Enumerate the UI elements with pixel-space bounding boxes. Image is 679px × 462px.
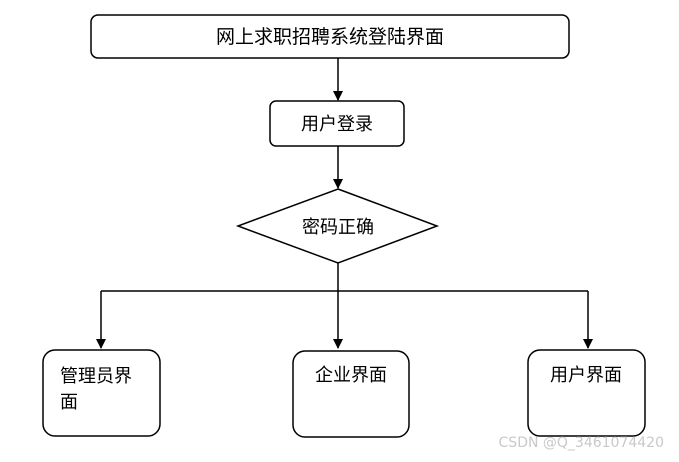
title-node-box (90, 14, 570, 59)
password-decision-label: 密码正确 (302, 217, 374, 238)
admin-node: 管理员界 面 (42, 349, 161, 437)
enterprise-node-label: 企业界面 (315, 365, 387, 386)
login-node-label: 用户登录 (301, 114, 373, 135)
watermark-text: CSDN @Q_3461074420 (499, 435, 664, 451)
login-node-box (269, 100, 405, 147)
user-node-box (527, 349, 646, 437)
admin-node-label-line1: 管理员界 (60, 366, 132, 387)
title-node-label: 网上求职招聘系统登陆界面 (216, 26, 444, 48)
user-node: 用户界面 (527, 349, 646, 437)
admin-node-label-line2: 面 (60, 392, 78, 413)
title-node: 网上求职招聘系统登陆界面 (90, 14, 570, 59)
password-decision-node: 密码正确 (235, 188, 440, 264)
login-node: 用户登录 (269, 100, 405, 147)
admin-node-box (42, 349, 161, 437)
enterprise-node: 企业界面 (292, 350, 410, 438)
user-node-label: 用户界面 (550, 365, 622, 386)
enterprise-node-box (292, 350, 410, 438)
